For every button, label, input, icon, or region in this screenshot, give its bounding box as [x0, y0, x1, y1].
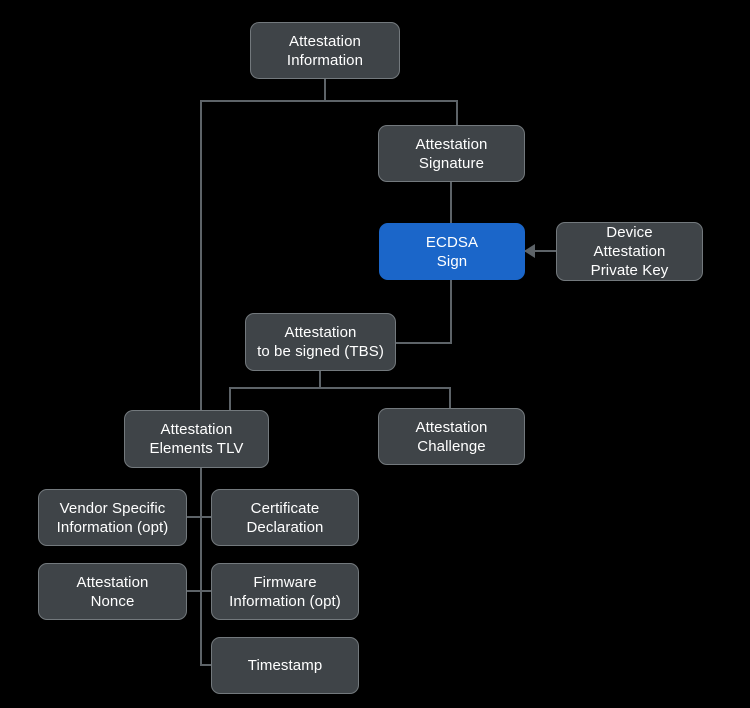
connector-privatekey-to-ecdsa [524, 250, 557, 252]
connector-tbs-to-challenge [449, 387, 451, 409]
node-attestation-elements-tlv[interactable]: Attestation Elements TLV [124, 410, 269, 468]
arrowhead-icon [524, 244, 535, 258]
node-ecdsa-sign[interactable]: ECDSA Sign [379, 223, 525, 280]
node-label: Attestation Nonce [76, 573, 149, 610]
node-label: Attestation Elements TLV [149, 421, 244, 457]
connector-branch-row3 [200, 664, 212, 666]
node-attestation-signature[interactable]: Attestation Signature [378, 125, 525, 182]
node-timestamp[interactable]: Timestamp [211, 637, 359, 694]
node-label: Timestamp [247, 657, 323, 674]
node-label: Attestation Information [286, 32, 364, 69]
connector-ecdsa-down [450, 279, 452, 344]
node-attestation-challenge[interactable]: Attestation Challenge [378, 408, 525, 465]
node-device-attestation-private-key[interactable]: Device Attestation Private Key [556, 222, 703, 281]
node-label: Vendor Specific Information (opt) [56, 499, 169, 536]
node-label: Firmware Information (opt) [229, 573, 341, 610]
connector-signature-to-ecdsa [450, 181, 452, 224]
connector-left-spine [200, 100, 202, 666]
connector-tbs-to-tlv [229, 387, 231, 411]
node-firmware-information[interactable]: Firmware Information (opt) [211, 563, 359, 620]
connector-information-stem [324, 78, 326, 101]
connector-tbs-stem [319, 370, 321, 388]
node-attestation-nonce[interactable]: Attestation Nonce [38, 563, 187, 620]
connector-branch-row1 [186, 516, 212, 518]
connector-branch-row2 [186, 590, 212, 592]
connector-to-signature [456, 100, 458, 126]
node-attestation-information[interactable]: Attestation Information [250, 22, 400, 79]
connector-ecdsa-to-tbs [395, 342, 452, 344]
node-attestation-to-be-signed[interactable]: Attestation to be signed (TBS) [245, 313, 396, 371]
node-vendor-specific-information[interactable]: Vendor Specific Information (opt) [38, 489, 187, 546]
node-label: Device Attestation Private Key [590, 224, 669, 279]
node-label: Attestation Signature [415, 135, 488, 172]
node-label: Attestation to be signed (TBS) [257, 324, 384, 360]
node-label: Certificate Declaration [246, 499, 324, 536]
node-label: ECDSA Sign [425, 233, 479, 270]
connector-information-bus [200, 100, 458, 102]
node-certificate-declaration[interactable]: Certificate Declaration [211, 489, 359, 546]
connector-tbs-bus [229, 387, 451, 389]
node-label: Attestation Challenge [415, 418, 488, 455]
